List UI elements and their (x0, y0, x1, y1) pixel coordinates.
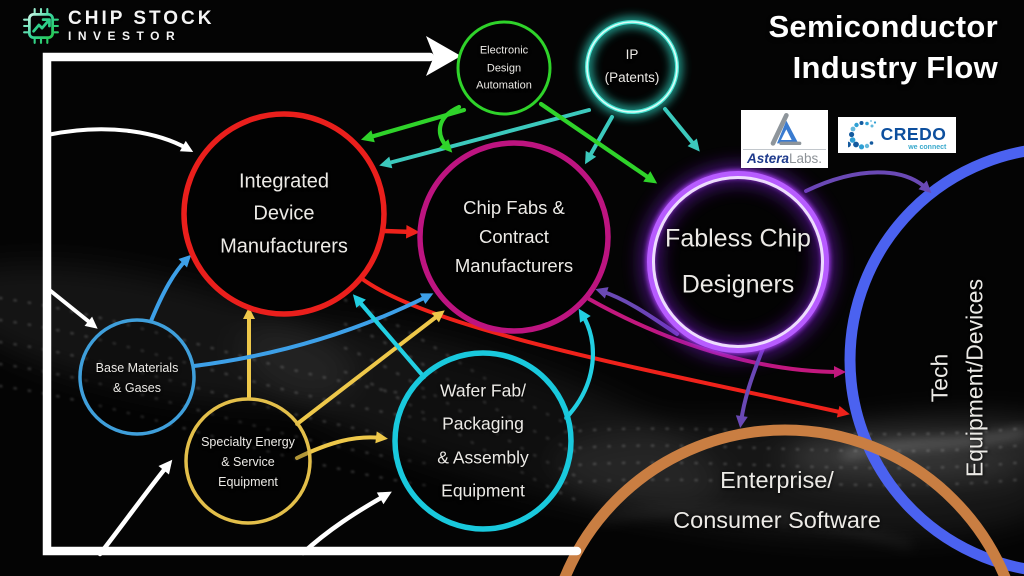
node-wafer-fab-circle (392, 350, 574, 532)
node-idm-label: Integrated Device Manufacturers (220, 170, 348, 258)
base-materials-arrows (149, 254, 434, 368)
node-ip-label: IP (Patents) (604, 47, 660, 85)
node-tech-label: Tech Equipment/Devices (926, 278, 988, 478)
credo-logo: CREDO we connect (838, 117, 956, 153)
node-specialty-circle (184, 397, 312, 525)
node-enterprise-circle (559, 424, 1011, 576)
white-input-arrows (45, 127, 392, 557)
title-line1: Semiconductor (768, 9, 998, 44)
chip-logo-icon (23, 8, 59, 44)
astera-wordmark-suffix: Labs. (789, 151, 823, 166)
node-chip-fabs-circle (417, 140, 611, 334)
node-fabless-label: Fabless Chip Designers (665, 224, 811, 299)
brand-name-line2: INVESTOR (68, 28, 182, 43)
node-chip-fabs-label: Chip Fabs & Contract Manufacturers (454, 197, 574, 277)
brand-name-line1: CHIP STOCK (68, 7, 215, 29)
ip-arrows (379, 107, 700, 169)
title-line2: Industry Flow (792, 50, 998, 86)
eda-arrows (360, 101, 658, 184)
idm-output-arrows (359, 225, 850, 418)
node-base-materials-label: Base Materials & Gases (95, 361, 179, 395)
node-ip-circle (582, 17, 682, 117)
credo-wordmark: CREDO (880, 124, 947, 144)
brand-logo: CHIP STOCK INVESTOR (22, 7, 215, 45)
wafer-fab-arrows (352, 294, 596, 421)
node-eda-circle (456, 20, 552, 116)
node-enterprise-label: Enterprise/ Consumer Software (673, 467, 881, 533)
node-specialty-label: Specialty Energy & Service Equipment (201, 435, 295, 489)
credo-dotted-c-icon (847, 120, 876, 150)
page-title: Semiconductor Industry Flow (768, 6, 998, 88)
node-tech-circle (844, 145, 1024, 575)
node-wafer-fab-label: Wafer Fab/ Packaging & Assembly Equipmen… (437, 380, 529, 501)
credo-tagline: we connect (908, 144, 947, 151)
node-idm-circle (181, 111, 387, 317)
astera-wordmark: Astera (746, 151, 789, 166)
node-eda-label: Electronic Design Automation (476, 44, 532, 92)
flow-frame-arrow (42, 36, 582, 556)
node-base-materials-circle (78, 318, 196, 436)
node-fabless-circle (641, 165, 835, 359)
astera-triangle-icon (770, 113, 801, 146)
